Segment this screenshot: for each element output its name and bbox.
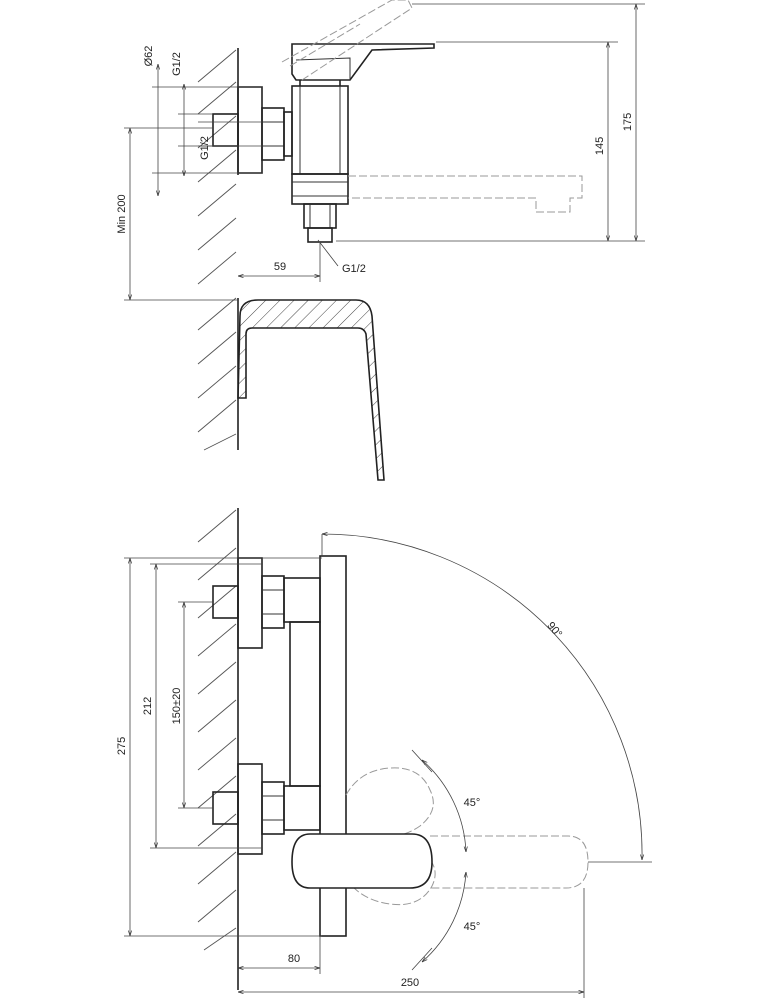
dim-275-label: 275 (116, 737, 128, 755)
escutcheon-top (237, 557, 263, 649)
escutcheon-disc (237, 86, 263, 174)
dim-thread-left-label: G1/2 (171, 52, 183, 76)
dim-59-label: 59 (274, 261, 286, 273)
dim-thread-inner-label: G1/2 (199, 136, 211, 160)
arc-45-bottom (422, 872, 466, 962)
wall-hatch-front (197, 509, 237, 951)
outlet-fitting (303, 203, 337, 229)
angle-45-bottom-label: 45° (464, 921, 481, 933)
section-profile (237, 299, 385, 481)
lever-ghost-extended (430, 835, 589, 889)
side-view: 145 175 Ø62 G1/2 G1/2 Min 200 59 G1/2 (116, 0, 645, 481)
dim-80-label: 80 (288, 953, 300, 965)
dim-thread-outlet-label: G1/2 (342, 263, 366, 275)
pipe-connector-left (212, 113, 239, 147)
pipe-bottom (212, 791, 239, 825)
dim-175-label: 175 (622, 113, 634, 131)
collar-top (283, 577, 321, 623)
collar-bottom (283, 785, 321, 831)
arc-90 (322, 534, 642, 860)
lever-handle (291, 43, 435, 81)
body-lower-ring (291, 173, 349, 205)
dim-150-label: 150±20 (171, 688, 183, 725)
arc-45-top (422, 760, 466, 852)
angle-90-label: 90° (544, 620, 564, 640)
lever-ghost-upper (345, 767, 434, 839)
nut-top (261, 575, 285, 629)
connector-nut (261, 107, 285, 161)
escutcheon-bottom (237, 763, 263, 855)
dim-min200-label: Min 200 (116, 194, 128, 233)
wall-hatch-top (197, 49, 237, 451)
dim-250-label: 250 (401, 977, 419, 989)
front-view: 90° 45° 45° 275 212 150±20 80 250 (116, 508, 652, 998)
outlet-thread (307, 227, 333, 243)
angle-45-top-label: 45° (464, 797, 481, 809)
vertical-body (289, 621, 321, 787)
lever-ghost (281, 0, 413, 81)
nut-bottom (261, 781, 285, 835)
dim-diameter-label: Ø62 (143, 46, 155, 67)
spout-ghost (348, 175, 583, 213)
dim-145-label: 145 (594, 137, 606, 155)
connector-collar (283, 111, 293, 157)
dim-212-label: 212 (142, 697, 154, 715)
lever-front (291, 833, 433, 889)
